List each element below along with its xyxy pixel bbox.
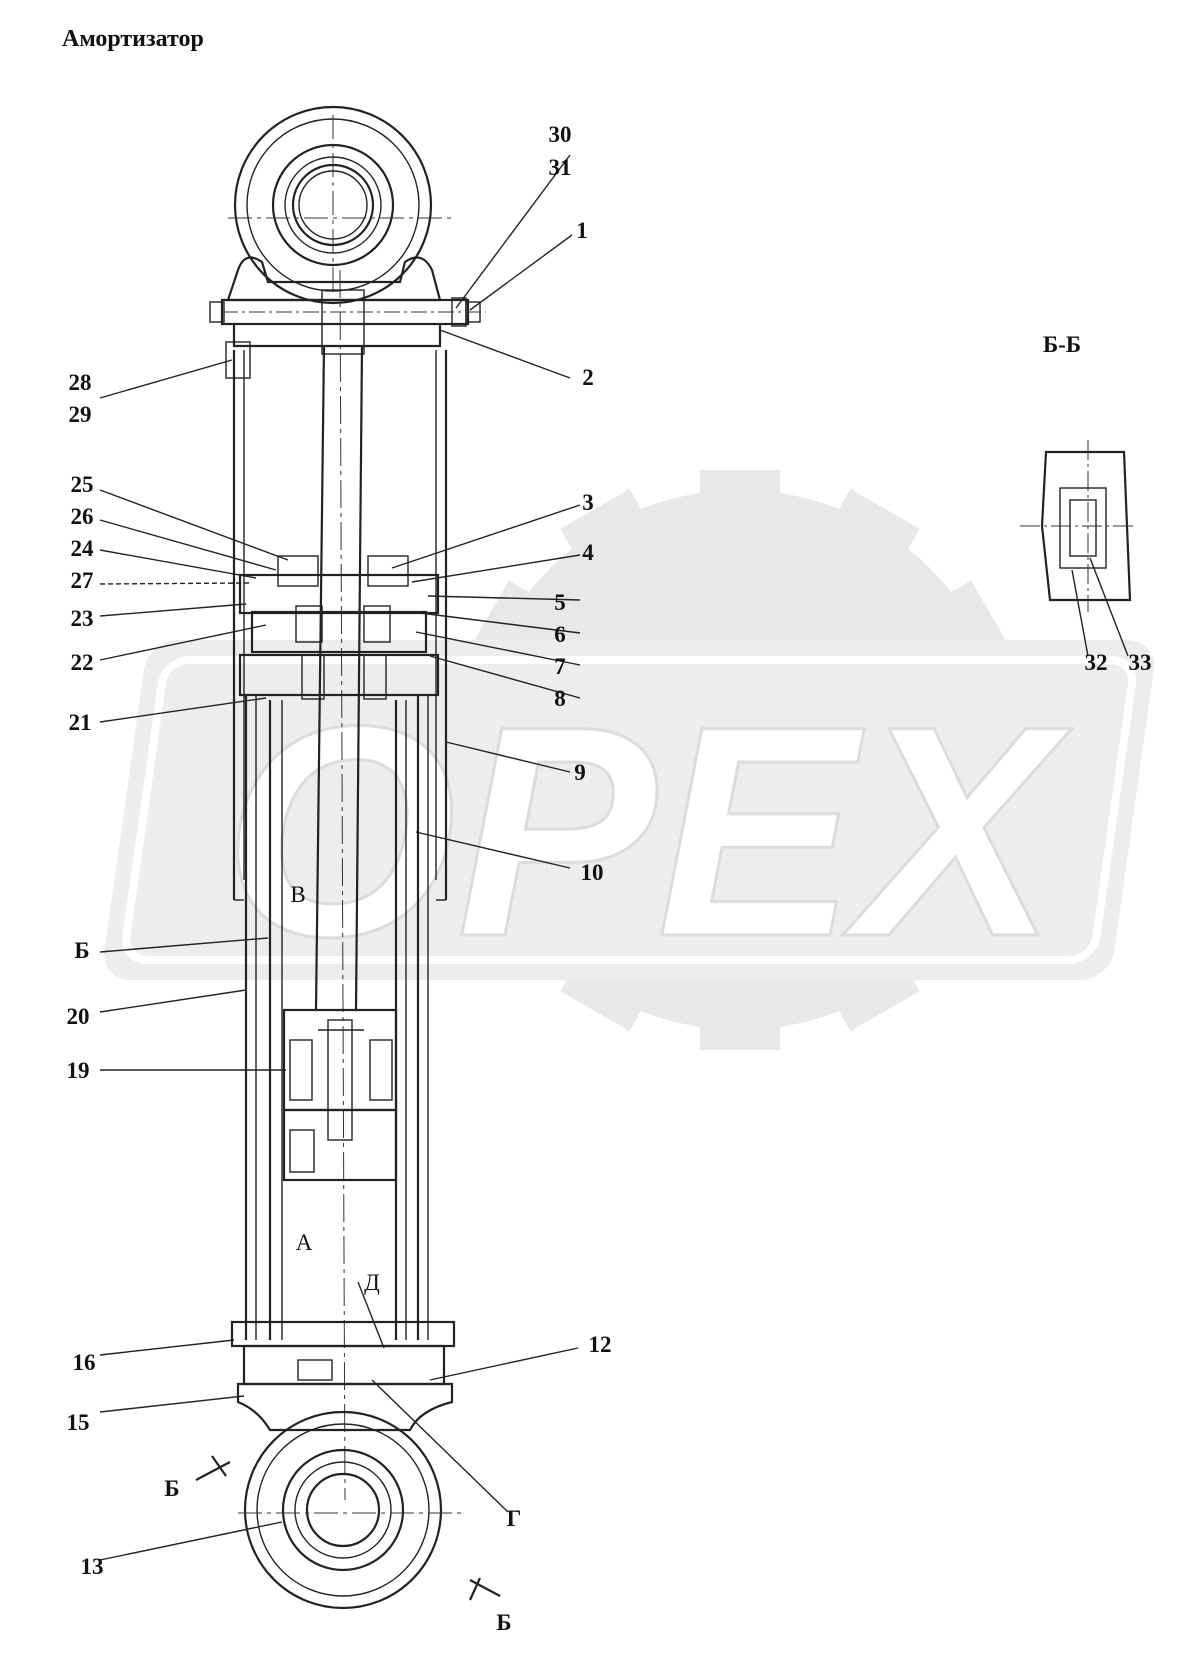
zone-letters: В А Д bbox=[290, 882, 380, 1295]
callout-5: 5 bbox=[554, 590, 566, 615]
callout-10: 10 bbox=[581, 860, 604, 885]
gear-tooth bbox=[700, 980, 780, 1050]
callout-23: 23 bbox=[71, 606, 94, 631]
gear-tooth bbox=[560, 488, 665, 590]
callout-19: 19 bbox=[67, 1058, 90, 1083]
callout-27: 27 bbox=[71, 568, 94, 593]
top-head bbox=[209, 256, 486, 379]
callout-13: 13 bbox=[81, 1554, 104, 1579]
callout-30: 30 bbox=[549, 122, 572, 147]
callout-29: 29 bbox=[69, 402, 92, 427]
callout-33: 33 bbox=[1129, 650, 1152, 675]
watermark-logo: ОРЕХ bbox=[104, 470, 1155, 1050]
callout-g: Г bbox=[507, 1506, 522, 1531]
bottom-mounting-eye bbox=[238, 1410, 462, 1610]
zone-v: В bbox=[290, 882, 305, 907]
callout-9: 9 bbox=[574, 760, 586, 785]
zone-a: А bbox=[296, 1230, 313, 1255]
callout-21: 21 bbox=[69, 710, 92, 735]
callout-b-arrow-left: Б bbox=[164, 1476, 179, 1501]
callout-31: 31 bbox=[549, 155, 572, 180]
callout-16: 16 bbox=[73, 1350, 96, 1375]
callout-20: 20 bbox=[67, 1004, 90, 1029]
gear-tooth bbox=[700, 470, 780, 540]
callout-24: 24 bbox=[71, 536, 95, 561]
callout-b-arrow-right: Б bbox=[496, 1610, 511, 1635]
callout-3: 3 bbox=[582, 490, 594, 515]
callout-32: 32 bbox=[1085, 650, 1108, 675]
callout-28: 28 bbox=[69, 370, 92, 395]
callout-2: 2 bbox=[582, 365, 594, 390]
callout-6: 6 bbox=[554, 622, 566, 647]
callout-12: 12 bbox=[589, 1332, 612, 1357]
callout-22: 22 bbox=[71, 650, 94, 675]
callout-15: 15 bbox=[67, 1410, 90, 1435]
callout-b-section-mark: Б bbox=[74, 938, 89, 963]
callout-26: 26 bbox=[71, 504, 94, 529]
callout-1: 1 bbox=[576, 218, 588, 243]
guide-seal-assembly bbox=[238, 555, 440, 700]
base-valve bbox=[230, 1320, 456, 1432]
working-cylinder bbox=[244, 695, 429, 1340]
leader-lines bbox=[99, 154, 1129, 1601]
watermark-text: ОРЕХ bbox=[223, 663, 1072, 999]
callout-25: 25 bbox=[71, 472, 94, 497]
gear-tooth bbox=[815, 488, 920, 590]
top-mounting-eye bbox=[228, 105, 452, 305]
section-title: Б-Б bbox=[1043, 332, 1081, 357]
callout-4: 4 bbox=[582, 540, 594, 565]
piston-assembly bbox=[282, 1008, 398, 1182]
piston-rod bbox=[314, 269, 364, 1501]
callout-8: 8 bbox=[554, 686, 566, 711]
callout-labels: 30 31 1 2 28 29 25 26 24 27 23 22 21 3 4… bbox=[67, 122, 1152, 1635]
zone-d: Д bbox=[364, 1270, 380, 1295]
callout-7: 7 bbox=[554, 654, 566, 679]
section-view-b-b bbox=[1020, 440, 1135, 612]
page-title: Амортизатор bbox=[62, 26, 204, 52]
